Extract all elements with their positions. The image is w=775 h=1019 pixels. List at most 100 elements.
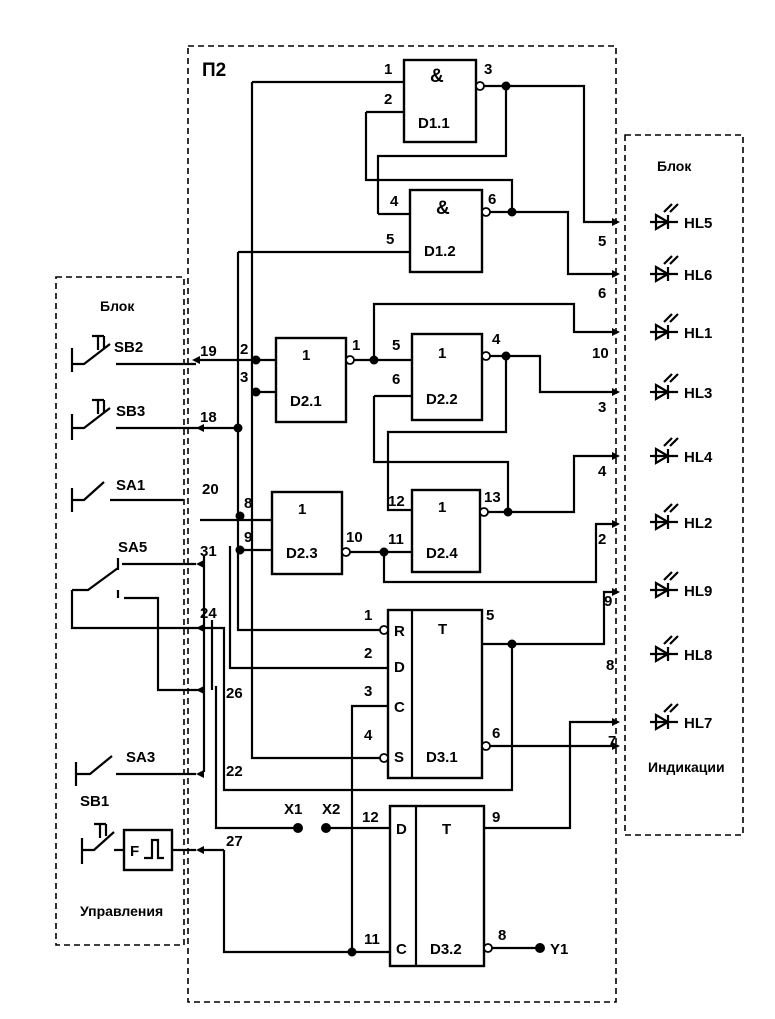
ctrl-pin-31: 31 [200,543,217,560]
junction-dots [233,81,517,957]
gate-d1-1-pin-out: 3 [484,61,492,78]
led-symbol [650,503,679,531]
led-pin-9: 9 [604,593,612,610]
gate-d2-4-pin-out: 13 [484,489,501,506]
gate-d1-2-pin-out: 6 [488,191,496,208]
switch-sb3-label: SB3 [116,403,145,420]
gate-d1-1-symbol: & [430,66,444,87]
gate-d2-3-pin-in9: 9 [244,529,252,546]
switch-sb2: SB2 [70,334,143,372]
wire-x1 [214,686,298,830]
switch-sa5: SA5 [72,539,147,598]
led-hl9: HL9 [650,571,712,600]
gate-d2-2-pin-in6: 6 [392,371,400,388]
gate-d2-4-symbol: 1 [438,499,446,516]
led-hl7: HL7 [650,703,712,732]
gate-d2-2: 1 D2.2 5 6 4 [392,331,501,422]
gate-d2-3-symbol: 1 [298,501,306,518]
ctrl-pin-19: 19 [200,343,217,360]
gate-d1-1-pin-in2: 2 [384,91,392,108]
gate-d1-2-pin-in5: 5 [386,231,394,248]
gate-d2-2-name: D2.2 [426,391,458,408]
flipflop-d3-2: T D3.2 D C 12 11 9 8 [362,804,506,968]
block-indication-label: Блок [657,158,692,174]
flipflop-d3-1-input-r: R [394,623,405,640]
led-label: HL4 [684,449,713,466]
gate-d2-1-pin-in3: 3 [240,369,248,386]
wire-d22-out [486,354,612,394]
wire-d11-out [480,84,612,224]
switch-sa1: SA1 [70,477,145,512]
flipflop-d3-1-input-d: D [394,659,405,676]
terminal-x2: X2 [321,801,340,833]
flipflop-d3-1-symbol: T [438,621,447,638]
led-label: HL6 [684,267,712,284]
wire-d31-c [350,704,388,952]
terminal-y1: Y1 [535,941,568,958]
gate-d1-1-pin-in1: 1 [384,61,392,78]
led-pin-5: 5 [598,233,606,250]
ctrl-pin-22: 22 [226,763,243,780]
gate-d2-1-name: D2.1 [290,393,322,410]
gate-d1-2-symbol: & [436,198,450,219]
wire-d12-out [486,210,612,276]
gate-d2-4-pin-in12: 12 [388,493,405,510]
gate-d1-2-pin-in4: 4 [390,193,399,210]
flipflop-d3-2-input-c: C [396,941,407,958]
led-symbol [650,255,679,283]
flipflop-d3-2-pin-11: 11 [364,931,380,948]
led-symbol [650,635,679,663]
gate-d2-2-pin-out: 4 [492,331,501,348]
ctrl-pin-24: 24 [200,605,217,622]
flipflop-d3-2-pin-8: 8 [498,927,506,944]
flipflop-d3-2-pin-9: 9 [492,809,500,826]
wire-d22-in6 [372,394,510,510]
led-label: HL9 [684,583,712,600]
ctrl-pin-20: 20 [202,481,219,498]
block-control-label: Блок [100,298,135,314]
led-label: HL8 [684,647,712,664]
terminal-x1-label: X1 [284,801,302,818]
switch-sb2-label: SB2 [114,339,143,356]
terminal-x1: X1 [284,801,303,833]
led-pin-6: 6 [598,285,606,302]
led-hl4: HL4 [650,437,713,466]
switch-sa3: SA3 [74,749,155,786]
led-pin-4: 4 [598,463,607,480]
gate-d1-1-name: D1.1 [418,115,450,132]
gate-d2-4-name: D2.4 [426,545,458,562]
wire-d31-out5 [480,590,612,646]
wire-d11-in2 [364,110,514,210]
filter-label: F [130,843,139,860]
ctrl-pin-18: 18 [200,409,217,426]
terminal-y1-label: Y1 [550,941,568,958]
led-symbol [650,373,679,401]
wire-d24-out [484,454,612,514]
led-symbol [650,703,679,731]
led-hl6: HL6 [650,255,712,284]
gate-d2-4-pin-in11: 11 [388,531,404,548]
switch-sb1-label: SB1 [80,793,109,810]
led-label: HL5 [684,215,712,232]
wire-bus-b [236,252,384,632]
block-indication-label-2: Индикации [648,759,725,775]
led-symbol [650,203,679,231]
gate-d2-4: 1 D2.4 12 11 13 [388,488,501,574]
flipflop-d3-1-pin-5: 5 [486,607,494,624]
wire-d12-in4 [376,86,508,216]
wire-d32-out9 [484,720,612,830]
gate-d1-2: & D1.2 4 5 6 [386,188,496,274]
gate-d2-3-name: D2.3 [286,545,318,562]
led-label: HL7 [684,715,712,732]
flipflop-d3-2-symbol: T [442,821,451,838]
switch-sa1-label: SA1 [116,477,145,494]
flipflop-d3-1-pin-4: 4 [364,727,373,744]
gate-d2-1-symbol: 1 [302,347,310,364]
led-symbol [650,437,679,465]
gate-d1-2-name: D1.2 [424,243,456,260]
gate-d2-1-pin-out: 1 [352,337,360,354]
led-hl3: HL3 [650,373,712,402]
block-control-label-2: Управления [80,903,163,919]
flipflop-d3-1-input-s: S [394,749,404,766]
